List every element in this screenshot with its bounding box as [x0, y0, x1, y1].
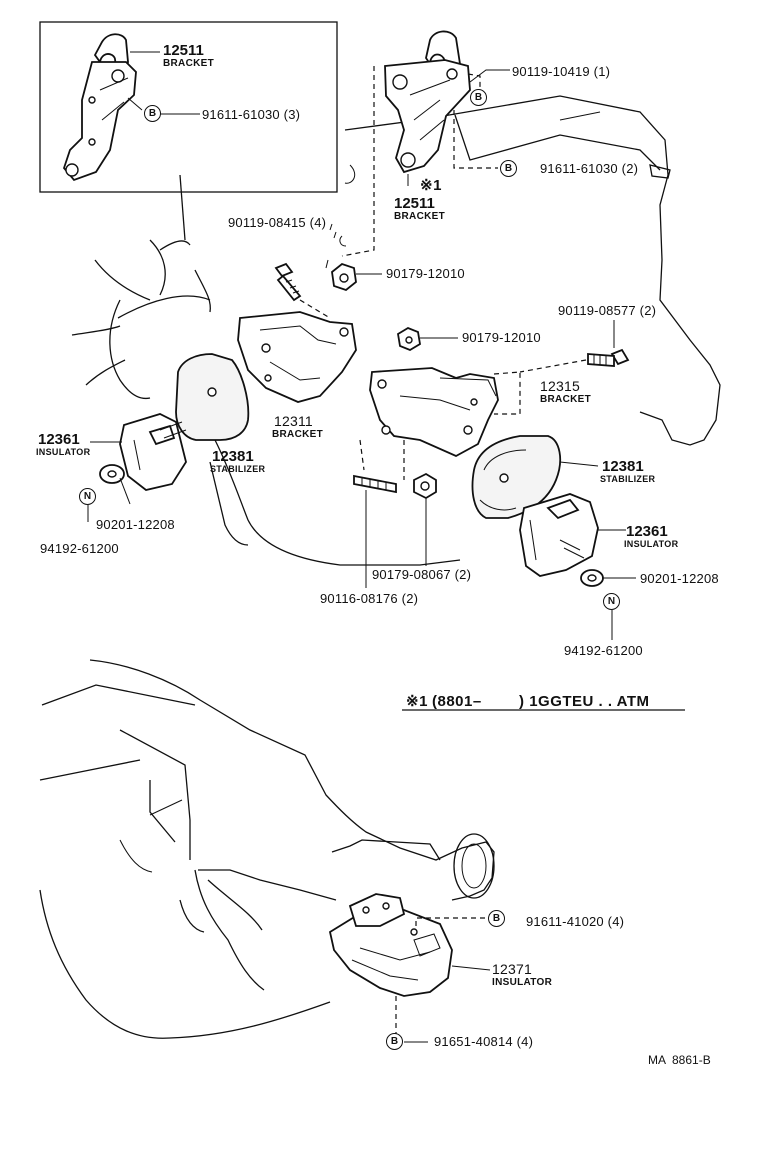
inset-part-name: BRACKET [163, 58, 214, 69]
rear-bolt-top-label: 91611-41020 (4) [526, 914, 625, 929]
bracket-12311-number: 12311 [274, 413, 313, 429]
washer-left-label: 90201-12208 [96, 517, 175, 532]
rear-bolt-bottom-badge: B [386, 1033, 403, 1050]
insulator-12371-number: 12371 [492, 961, 532, 977]
washer-90201-12208-left [99, 464, 125, 484]
bolt-side-label: 91611-61030 (2) [540, 161, 639, 176]
stabilizer-right-number: 12381 [602, 458, 644, 475]
bracket-12315-number: 12315 [540, 378, 580, 394]
diagram-code: MA 8861-B [648, 1053, 711, 1067]
nut-90179-12010-right [397, 326, 421, 352]
bracket-12311-name: BRACKET [272, 429, 323, 440]
upper-bracket [384, 30, 471, 174]
washer-90201-12208-right [580, 569, 604, 587]
fan-outline [71, 174, 211, 400]
insulator-right-number: 12361 [626, 523, 668, 540]
insulator-12371 [328, 893, 453, 997]
bracket-12311 [237, 311, 357, 403]
nut-90179-08067-label: 90179-08067 (2) [372, 567, 472, 582]
inset-bolt-badge: B [144, 105, 161, 122]
nut-94192-right-label: 94192-61200 [564, 643, 643, 658]
stabilizer-12381-right [471, 435, 562, 519]
nut-right-badge: N [603, 593, 620, 610]
bolt-top-label: 90119-10419 (1) [512, 64, 611, 79]
nut-right-label: 90179-12010 [462, 330, 541, 345]
inset-bolt-label: 91611-61030 (3) [202, 107, 301, 122]
inset-bracket [62, 33, 137, 182]
stud-90116-08176 [353, 474, 397, 494]
transmission-outline [39, 659, 495, 1039]
insulator-right-name: INSULATOR [624, 539, 679, 549]
nut-94192-left-label: 94192-61200 [40, 541, 119, 556]
inset-part-number: 12511 [163, 42, 204, 59]
upper-bracket-name: BRACKET [394, 211, 445, 222]
rear-bolt-bottom-label: 91651-40814 (4) [434, 1034, 534, 1049]
nut-90179-12010-left [331, 262, 357, 292]
nut-left-badge: N [79, 488, 96, 505]
washer-right-label: 90201-12208 [640, 571, 719, 586]
insulator-12371-name: INSULATOR [492, 977, 553, 988]
stabilizer-12381-left [175, 353, 250, 441]
bolt-90119-08415-label: 90119-08415 (4) [228, 215, 327, 230]
bolt-90119-08415 [274, 262, 302, 302]
stud-90116-08176-label: 90116-08176 (2) [320, 591, 419, 606]
insulator-12361-left [119, 413, 187, 491]
inset-frame [39, 21, 338, 193]
note-marker: ※1 [406, 693, 428, 710]
nut-90179-08067 [413, 472, 437, 500]
engine-block-outline [344, 95, 721, 446]
upper-bracket-number: 12511 [394, 195, 435, 212]
note-marker-ref: ※1 [420, 177, 442, 194]
note-text: (8801– ) 1GGTEU . . ATM [432, 693, 650, 710]
stabilizer-left-name: STABILIZER [210, 464, 266, 474]
bolt-90119-08577 [587, 348, 630, 367]
stabilizer-left-number: 12381 [212, 448, 254, 465]
nut-left-label: 90179-12010 [386, 266, 465, 281]
bracket-12315-name: BRACKET [540, 394, 591, 405]
insulator-left-number: 12361 [38, 431, 80, 448]
stabilizer-right-name: STABILIZER [600, 474, 656, 484]
bracket-12315 [369, 367, 499, 458]
rear-bolt-top-badge: B [488, 910, 505, 927]
insulator-12361-right [519, 493, 599, 577]
insulator-left-name: INSULATOR [36, 447, 91, 457]
bolt-top-badge: B [470, 89, 487, 106]
bolt-side-badge: B [500, 160, 517, 177]
bolt-90119-08577-label: 90119-08577 (2) [558, 303, 657, 318]
